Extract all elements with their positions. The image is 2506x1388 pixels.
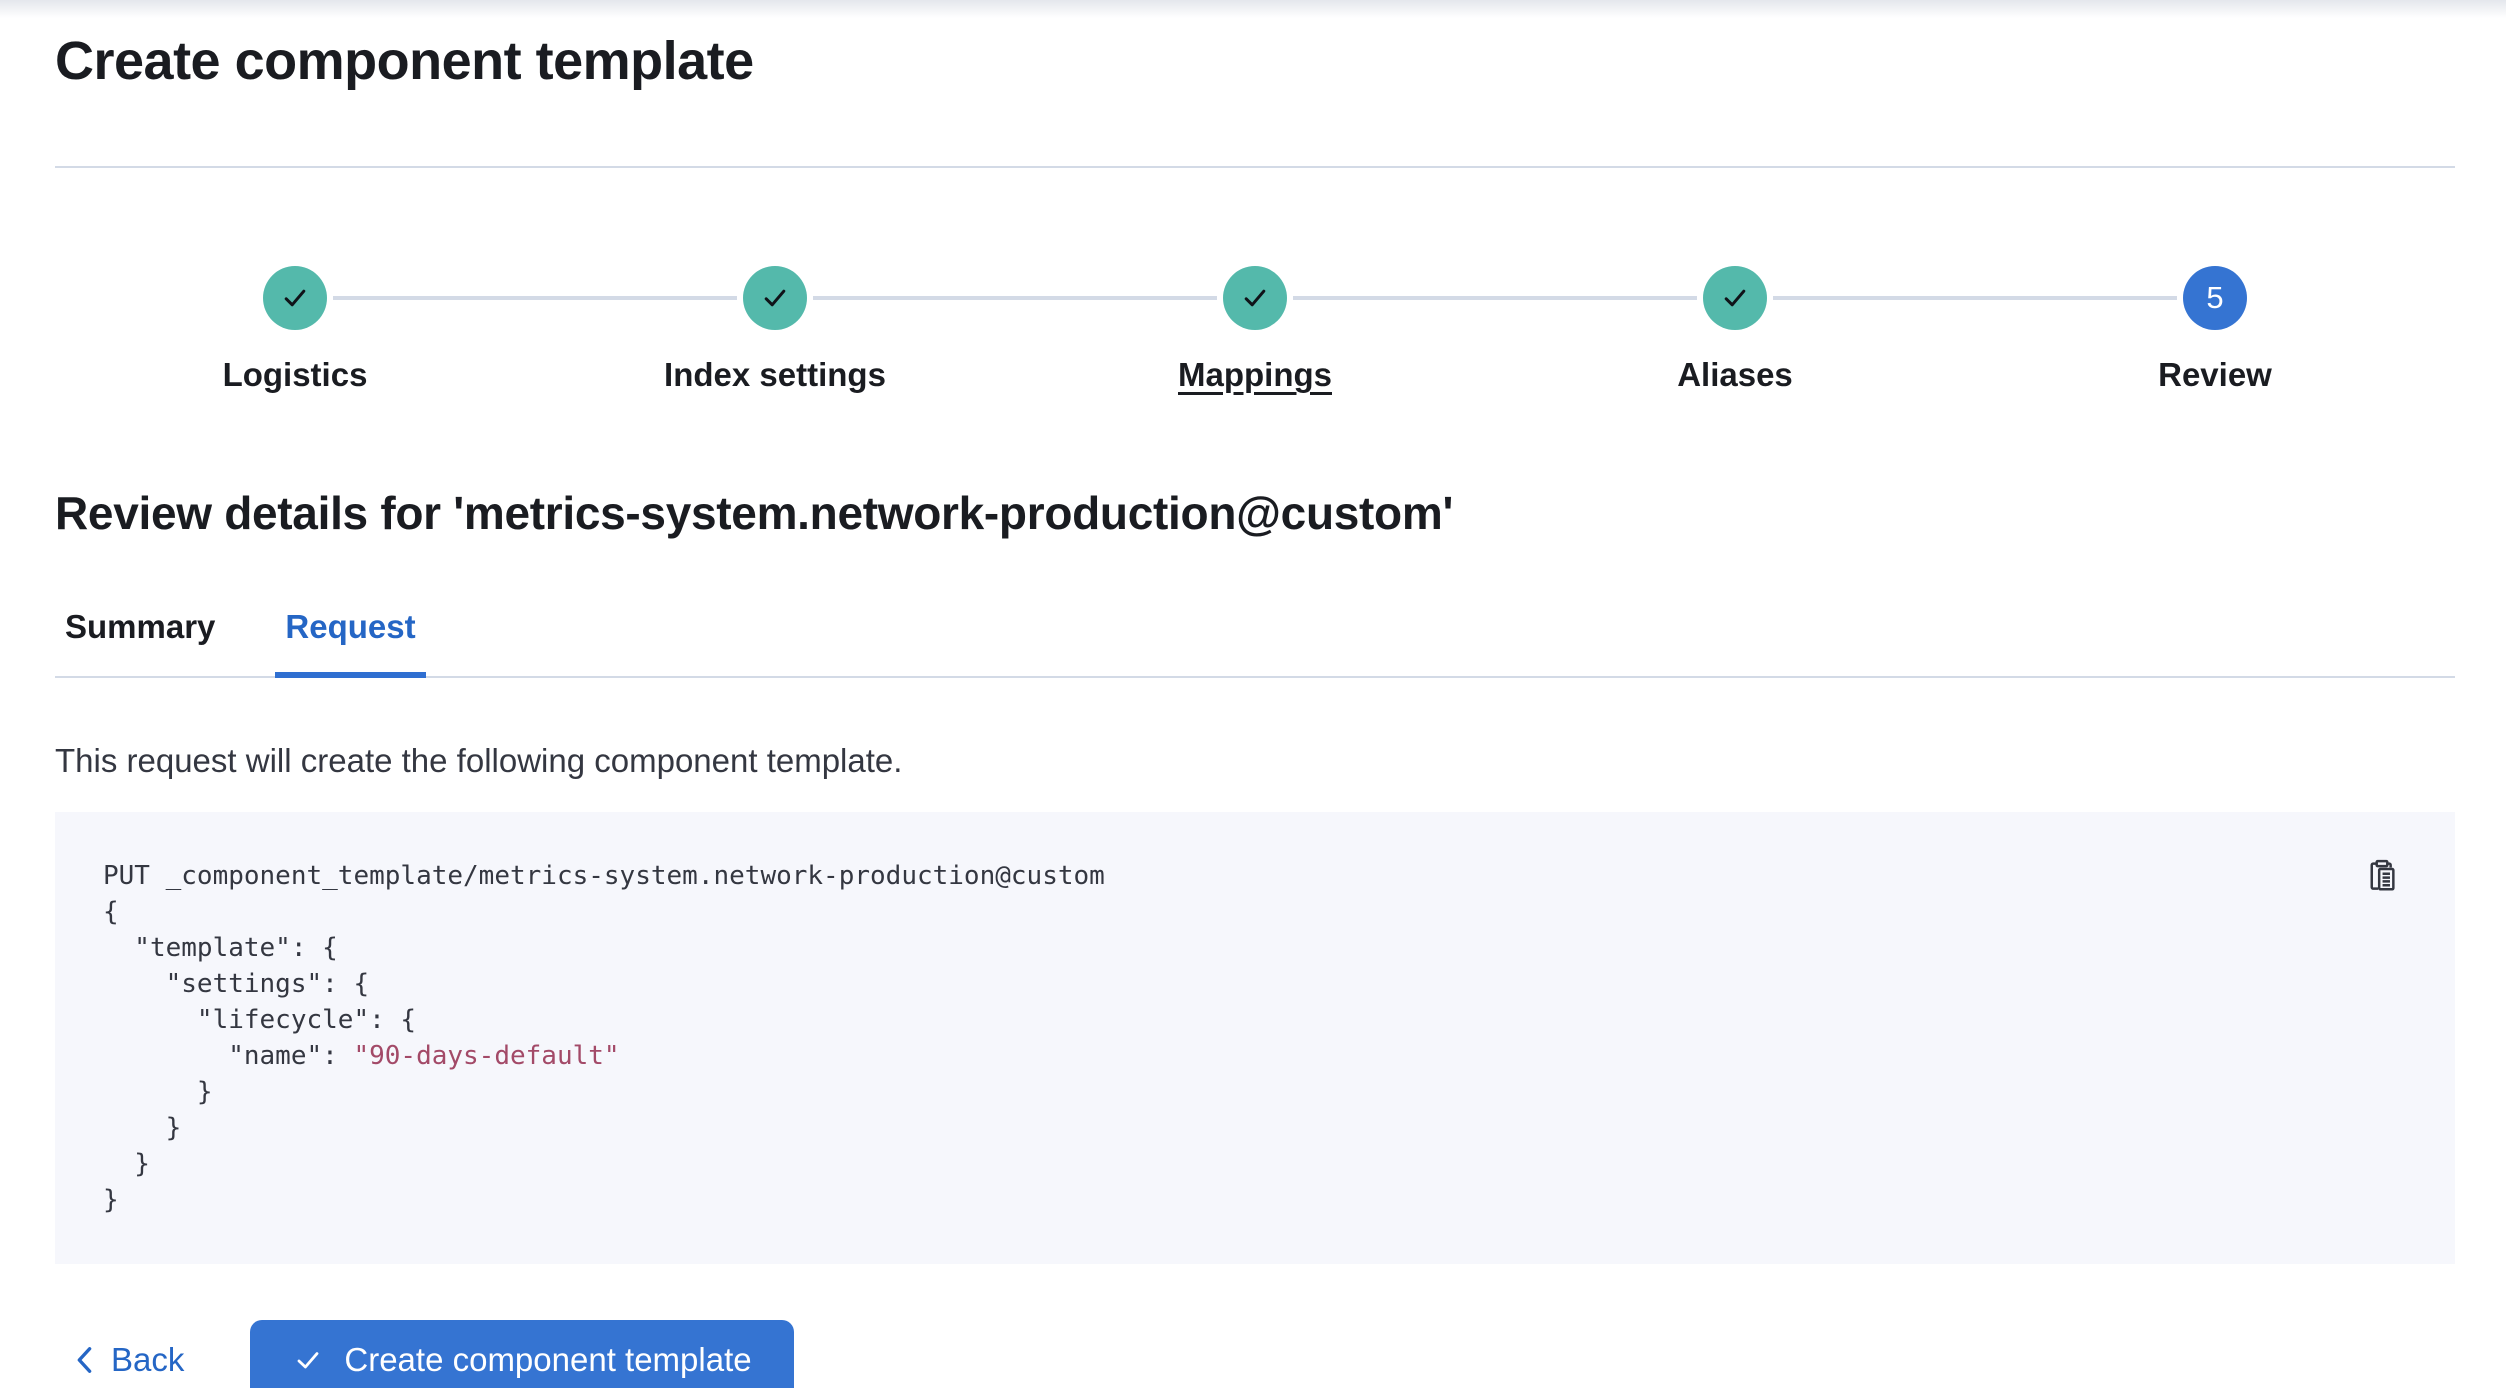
tab-bar: Summary Request [55,608,2455,678]
code-line: "settings": { [103,969,370,999]
code-line: } [103,1113,182,1143]
code-line: "name": "90-days-default" [103,1041,620,1071]
step-label[interactable]: Mappings [1178,356,1332,393]
chevron-left-icon [77,1347,92,1373]
stepper-step-mappings[interactable]: Mappings [1015,266,1495,394]
create-button-label: Create component template [344,1341,752,1378]
code-line: } [103,1185,119,1215]
stepper-step-logistics[interactable]: Logistics [55,266,535,394]
back-button[interactable]: Back [55,1341,200,1379]
stepper-step-index-settings[interactable]: Index settings [535,266,1015,394]
step-complete-badge[interactable] [743,266,807,330]
page-title: Create component template [55,31,754,91]
create-component-template-button[interactable]: Create component template [250,1320,794,1388]
step-complete-badge[interactable] [1703,266,1767,330]
stepper-step-aliases[interactable]: Aliases [1495,266,1975,394]
step-label[interactable]: Logistics [222,356,368,393]
step-label[interactable]: Index settings [664,356,886,393]
code-line: { [103,897,119,927]
code-line: "template": { [103,933,338,963]
step-label[interactable]: Review [2158,356,2272,393]
check-icon [764,289,786,307]
code-line: } [103,1077,213,1107]
request-code-block: PUT _component_template/metrics-system.n… [55,812,2455,1264]
step-complete-badge[interactable] [263,266,327,330]
code-content: PUT _component_template/metrics-system.n… [103,858,2407,1218]
review-heading: Review details for 'metrics-system.netwo… [55,487,1454,539]
code-line: } [103,1149,150,1179]
step-label[interactable]: Aliases [1677,356,1793,393]
footer-actions: Back Create component template [55,1320,2455,1388]
copy-clipboard-button[interactable] [2363,856,2403,896]
request-description: This request will create the following c… [55,742,903,779]
back-label: Back [111,1341,185,1378]
code-line: PUT _component_template/metrics-system.n… [103,861,1105,891]
code-line: "lifecycle": { [103,1005,417,1035]
step-number-badge[interactable]: 5 [2183,266,2247,330]
tab-summary[interactable]: Summary [65,608,216,645]
copy-clipboard-icon [2370,859,2395,891]
top-scroll-shadow [0,0,2506,18]
check-icon [1724,289,1746,307]
tab-request[interactable]: Request [275,608,426,678]
check-icon [297,1352,319,1369]
step-complete-badge[interactable] [1223,266,1287,330]
check-icon [1244,289,1266,307]
check-icon [284,289,306,307]
title-divider [55,166,2455,168]
